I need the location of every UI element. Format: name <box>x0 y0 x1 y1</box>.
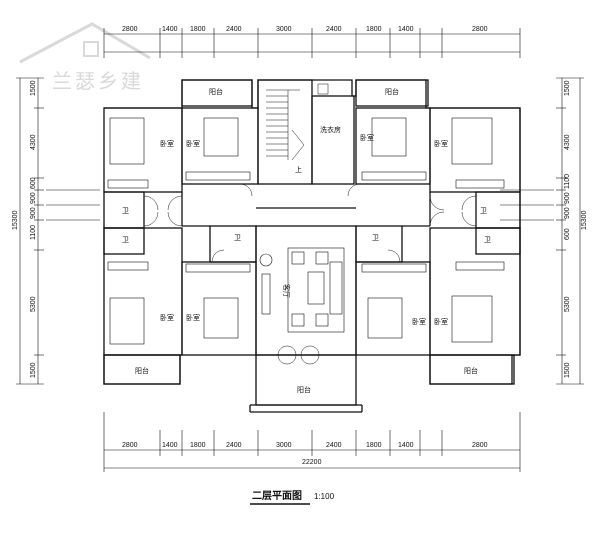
bath-label-3: 卫 <box>122 236 129 244</box>
armchair-icon <box>291 313 305 327</box>
dim-right-3: 1100 <box>564 174 571 189</box>
bed-icon <box>367 297 403 339</box>
top-dimensions: 2800 1400 1800 2400 3000 2400 1800 1400 … <box>103 26 521 58</box>
building-walls <box>103 79 521 413</box>
bath-label-1: 卫 <box>122 207 129 215</box>
balcony-label-bottom-left: 阳台 <box>135 366 149 375</box>
bed-icon <box>203 117 239 157</box>
dim-right-8: 1500 <box>564 362 571 378</box>
bed-icon <box>451 295 493 343</box>
bedroom-label-5: 卧室 <box>160 313 174 322</box>
dim-left-7: 5300 <box>30 296 37 312</box>
balcony-label-top-left: 阳台 <box>209 87 223 96</box>
bedroom-label-3: 卧室 <box>360 133 374 142</box>
laundry-room: 洗衣房 <box>317 83 341 134</box>
dim-top-5: 3000 <box>276 26 292 33</box>
dim-bottom-1: 2800 <box>122 442 138 449</box>
dim-left-total: 15300 <box>12 210 19 230</box>
bottom-dimensions: 2800 1400 1800 2400 3000 2400 1800 1400 … <box>103 412 521 472</box>
bedroom-label-2: 卧室 <box>186 139 200 148</box>
dim-top-3: 1800 <box>190 26 206 33</box>
bath-label-2: 卫 <box>480 207 487 215</box>
dim-right-6: 600 <box>564 228 571 240</box>
coffee-table-icon <box>307 271 325 305</box>
dim-top-7: 1800 <box>366 26 382 33</box>
dim-left-5: 900 <box>30 207 37 219</box>
bedroom-label-6: 卧室 <box>186 313 200 322</box>
dim-bottom-8: 1400 <box>398 442 414 449</box>
dim-left-8: 1500 <box>30 362 37 378</box>
watermark-logo: 兰瑟乡建 <box>19 22 151 93</box>
living-room-label: 客厅 <box>282 284 291 298</box>
dim-bottom-4: 2400 <box>226 442 242 449</box>
dim-top-9: 2800 <box>472 26 488 33</box>
doors <box>143 183 477 365</box>
dim-bottom-5: 3000 <box>276 442 292 449</box>
dim-right-1: 1500 <box>564 80 571 96</box>
bedroom-label-8: 卧室 <box>434 317 448 326</box>
bedroom-label-1: 卧室 <box>160 139 174 148</box>
dim-right-2: 4300 <box>564 134 571 150</box>
house-roof-icon <box>19 22 151 64</box>
dim-right-4: 900 <box>564 192 571 204</box>
dim-right-total: 15300 <box>581 210 588 230</box>
balcony-label-top-right: 阳台 <box>385 87 399 96</box>
dim-bottom-3: 1800 <box>190 442 206 449</box>
bedroom-label-4: 卧室 <box>434 139 448 148</box>
stair-up-label: 上 <box>295 165 302 174</box>
wardrobes <box>107 171 505 273</box>
dim-top-6: 2400 <box>326 26 342 33</box>
balcony-label-bottom-center: 阳台 <box>297 385 311 394</box>
dim-right-5: 900 <box>564 207 571 219</box>
bed-icon <box>203 297 239 339</box>
bed-icon <box>371 117 407 157</box>
armchair-icon <box>291 251 305 265</box>
dim-left-6: 1100 <box>30 225 37 240</box>
armchair-icon <box>315 313 329 327</box>
left-dimensions: 1500 4300 600 900 900 1100 5300 1500 153… <box>12 77 100 385</box>
right-dimensions: 1500 4300 1100 900 900 600 5300 1500 153… <box>500 77 588 385</box>
dim-top-2: 1400 <box>162 26 178 33</box>
drawing-scale-text: 1:100 <box>314 492 335 501</box>
dim-left-3: 600 <box>30 177 37 189</box>
drawing-title-text: 二层平面图 <box>252 490 302 502</box>
beds <box>109 117 493 345</box>
bath-label-4: 卫 <box>484 236 491 244</box>
dim-top-1: 2800 <box>122 26 138 33</box>
armchair-icon <box>315 251 329 265</box>
dim-top-8: 1400 <box>398 26 414 33</box>
bed-icon <box>109 297 145 345</box>
bath-label-6: 卫 <box>372 234 379 242</box>
bedroom-label-7: 卧室 <box>412 317 426 326</box>
drawing-title: 二层平面图 1:100 <box>250 490 335 505</box>
dim-left-4: 900 <box>30 192 37 204</box>
staircase: 上 <box>266 89 305 174</box>
dim-right-7: 5300 <box>564 296 571 312</box>
laundry-label: 洗衣房 <box>320 125 341 134</box>
dim-bottom-total: 22200 <box>302 459 322 466</box>
bed-icon <box>451 117 493 165</box>
dim-bottom-6: 2400 <box>326 442 342 449</box>
dim-top-4: 2400 <box>226 26 242 33</box>
window-icon <box>83 41 99 57</box>
dim-bottom-9: 2800 <box>472 442 488 449</box>
dim-left-1: 1500 <box>30 80 37 96</box>
dim-left-2: 4300 <box>30 134 37 150</box>
tv-cabinet-icon <box>261 273 271 315</box>
sofa-icon <box>329 261 343 315</box>
watermark-text: 兰瑟乡建 <box>52 69 144 93</box>
bath-label-5: 卫 <box>234 234 241 242</box>
living-room: 客厅 <box>259 247 345 333</box>
balcony-label-bottom-right: 阳台 <box>464 366 478 375</box>
dim-bottom-2: 1400 <box>162 442 178 449</box>
plant-icon <box>259 253 273 267</box>
dim-bottom-7: 1800 <box>366 442 382 449</box>
bed-icon <box>109 117 145 165</box>
